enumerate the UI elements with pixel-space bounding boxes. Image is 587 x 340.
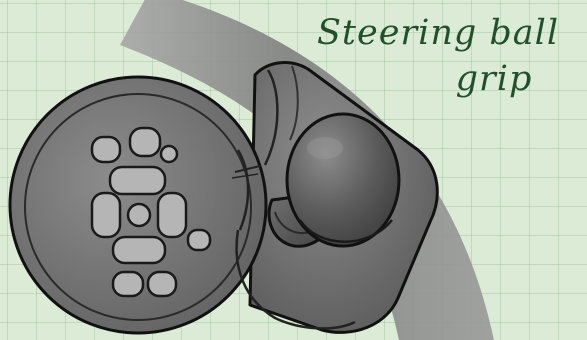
button-pad-up bbox=[110, 167, 165, 194]
button-pad-bottom-right bbox=[148, 272, 176, 296]
button-pad-center bbox=[128, 204, 150, 226]
button-pad-bottom-left bbox=[113, 272, 143, 296]
button-pad-right bbox=[158, 193, 186, 237]
button-pad-side-right bbox=[188, 230, 210, 250]
button-pad-top-left bbox=[92, 137, 120, 162]
button-pad-small-round bbox=[161, 146, 177, 162]
button-pad-down bbox=[113, 237, 165, 263]
button-pad-left bbox=[92, 193, 120, 237]
caption-line-2: grip bbox=[303, 56, 573, 102]
caption: Steering ball grip bbox=[303, 10, 573, 102]
caption-line-1: Steering ball bbox=[303, 10, 573, 56]
button-pad-top-right bbox=[130, 128, 160, 156]
